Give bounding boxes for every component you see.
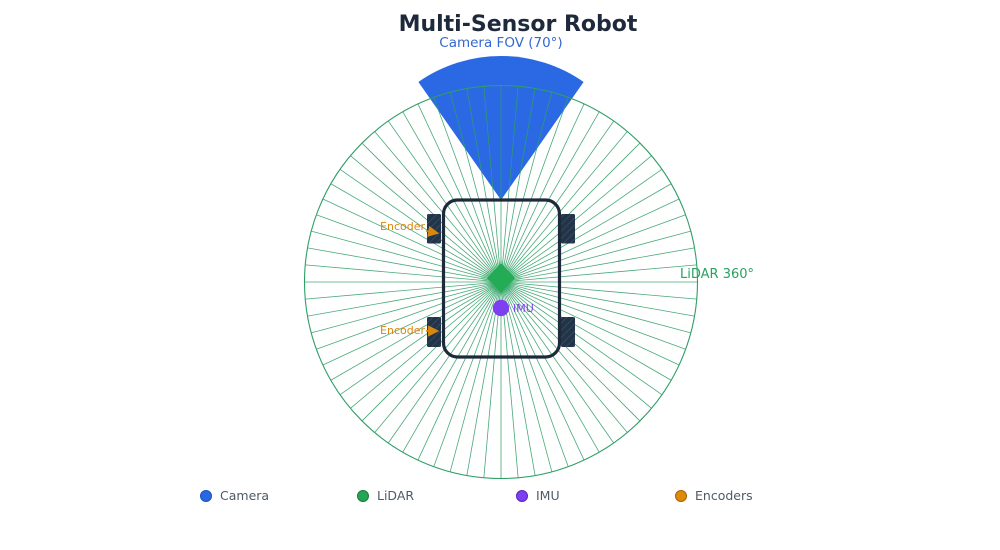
camera-fov-label: Camera FOV (70°) [439, 35, 562, 51]
lidar-ray [500, 142, 641, 283]
lidar-ray [466, 88, 502, 283]
lidar-ray [339, 168, 502, 283]
lidar-ray [311, 281, 502, 334]
lidar-ray [500, 168, 663, 283]
lidar-ray [500, 281, 585, 461]
encoder-label-bottom: Encoder [380, 324, 425, 337]
imu-label: IMU [513, 302, 534, 315]
lidar-ray [305, 264, 502, 283]
lidar-ray [500, 281, 697, 300]
lidar-range-label: LiDAR 360° [680, 267, 754, 282]
lidar-ray [500, 111, 600, 283]
lidar-ray [500, 281, 553, 472]
lidar-ray [339, 281, 502, 396]
imu-dot [492, 299, 510, 317]
lidar-ray [500, 230, 691, 283]
lidar-ray [311, 230, 502, 283]
lidar-ray [330, 281, 502, 381]
lidar-ray [374, 281, 502, 433]
lidar-ray [500, 281, 652, 409]
lidar-ray [374, 131, 502, 283]
wheel-front-left [427, 214, 441, 244]
lidar-ray [433, 97, 502, 283]
lidar-ray [402, 281, 502, 453]
wheel-front-right [561, 214, 575, 244]
lidar-ray [500, 281, 600, 453]
lidar-ray [500, 247, 695, 283]
lidar-ray [500, 214, 686, 283]
lidar-ray [330, 183, 502, 283]
lidar-ray [500, 281, 686, 350]
wheel-rear-right [561, 317, 575, 347]
lidar-ray [500, 281, 672, 381]
lidar-ray [500, 155, 652, 283]
lidar-ray [316, 214, 502, 283]
lidar-ray [500, 281, 691, 334]
lidar-ray [322, 281, 502, 366]
lidar-ray [500, 281, 536, 476]
lidar-ray [316, 281, 502, 350]
encoder-arrow-top [425, 225, 440, 237]
lidar-ray [417, 103, 502, 283]
lidar-ray [305, 281, 502, 300]
lidar-ray [500, 120, 615, 283]
lidar-ray [449, 92, 502, 283]
lidar-ray [500, 92, 553, 283]
lidar-sensor-diamond [487, 263, 515, 293]
lidar-rays [304, 85, 698, 479]
lidar-ray [500, 281, 569, 467]
diagram-title: Multi-Sensor Robot [399, 12, 638, 37]
wheel-rear-left [427, 317, 441, 347]
encoder-label-top: Encoder [380, 220, 425, 233]
lidar-ray [500, 88, 536, 283]
lidar-ray [433, 281, 502, 467]
lidar-ray [500, 281, 628, 433]
lidar-ray [500, 86, 519, 283]
lidar-ray [350, 155, 502, 283]
lidar-ray [500, 281, 615, 444]
lidar-ray [500, 103, 585, 283]
lidar-ray [361, 281, 502, 422]
lidar-ray [417, 281, 502, 461]
lidar-ray [483, 86, 502, 283]
lidar-ray [361, 142, 502, 283]
lidar-ray [500, 183, 672, 283]
robot-body [441, 198, 562, 359]
lidar-ray [500, 281, 680, 366]
lidar-ray [500, 97, 569, 283]
lidar-ray [387, 281, 502, 444]
lidar-ray [500, 281, 641, 422]
lidar-ray [500, 131, 628, 283]
lidar-ray [307, 281, 502, 317]
lidar-ray [307, 247, 502, 283]
lidar-ray [350, 281, 502, 409]
lidar-ray [466, 281, 502, 476]
lidar-ray [500, 281, 663, 396]
lidar-ray [500, 198, 680, 283]
lidar-ray [402, 111, 502, 283]
lidar-range-circle [303, 84, 699, 480]
lidar-ray [500, 264, 697, 283]
lidar-ray [500, 281, 695, 317]
lidar-ray [322, 198, 502, 283]
lidar-ray [449, 281, 502, 472]
lidar-ray [387, 120, 502, 283]
